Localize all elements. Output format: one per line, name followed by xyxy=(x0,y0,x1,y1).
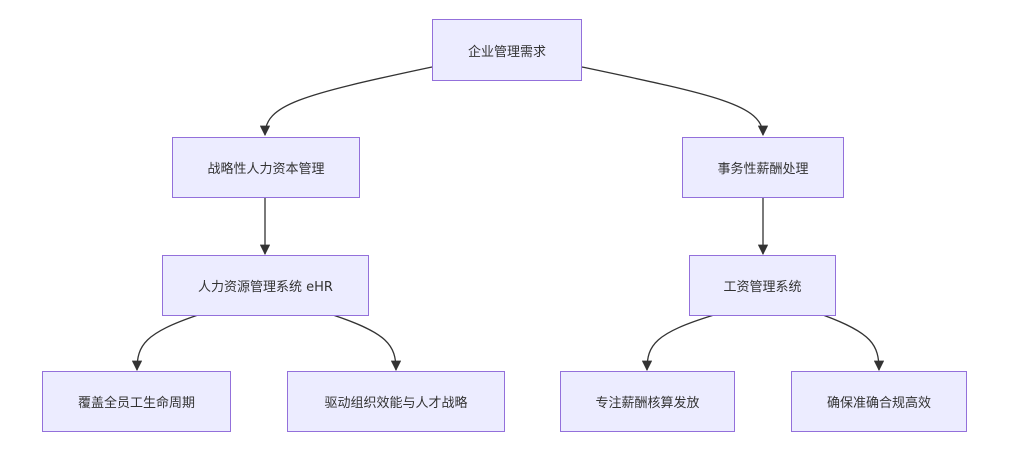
node-ehr: 人力资源管理系统 eHR xyxy=(162,255,369,316)
node-compliance: 确保准确合规高效 xyxy=(791,371,967,432)
node-payroll: 工资管理系统 xyxy=(689,255,836,316)
node-transactional: 事务性薪酬处理 xyxy=(682,137,844,198)
node-payroll-calc: 专注薪酬核算发放 xyxy=(560,371,735,432)
edge-root-strategic xyxy=(259,66,433,137)
node-lifecycle: 覆盖全员工生命周期 xyxy=(42,371,231,432)
node-strategic: 战略性人力资本管理 xyxy=(172,137,360,198)
edge-ehr-lifecycle xyxy=(131,314,199,372)
node-root: 企业管理需求 xyxy=(432,19,582,81)
edge-ehr-drive xyxy=(332,314,402,372)
edge-root-transactional xyxy=(581,66,769,137)
edge-payroll-compliance xyxy=(822,314,885,372)
node-drive: 驱动组织效能与人才战略 xyxy=(287,371,505,432)
edge-payroll-calc xyxy=(641,314,715,372)
